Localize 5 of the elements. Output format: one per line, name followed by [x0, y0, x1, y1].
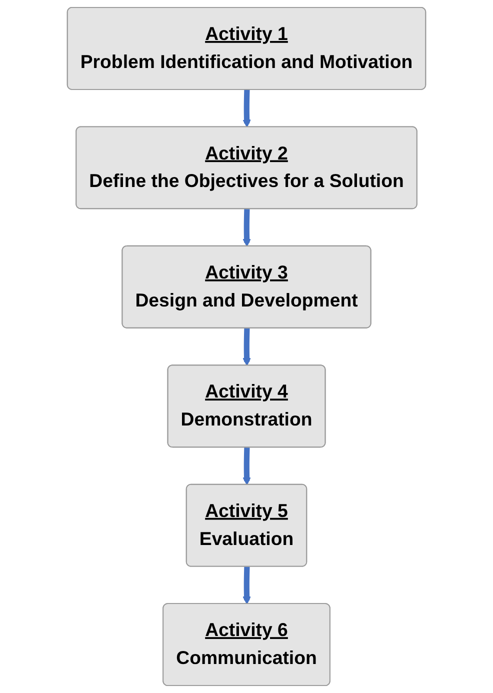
arrow [242, 566, 251, 604]
arrow [242, 448, 251, 486]
arrow [242, 209, 251, 247]
arrow [242, 90, 251, 128]
arrow [242, 328, 251, 366]
